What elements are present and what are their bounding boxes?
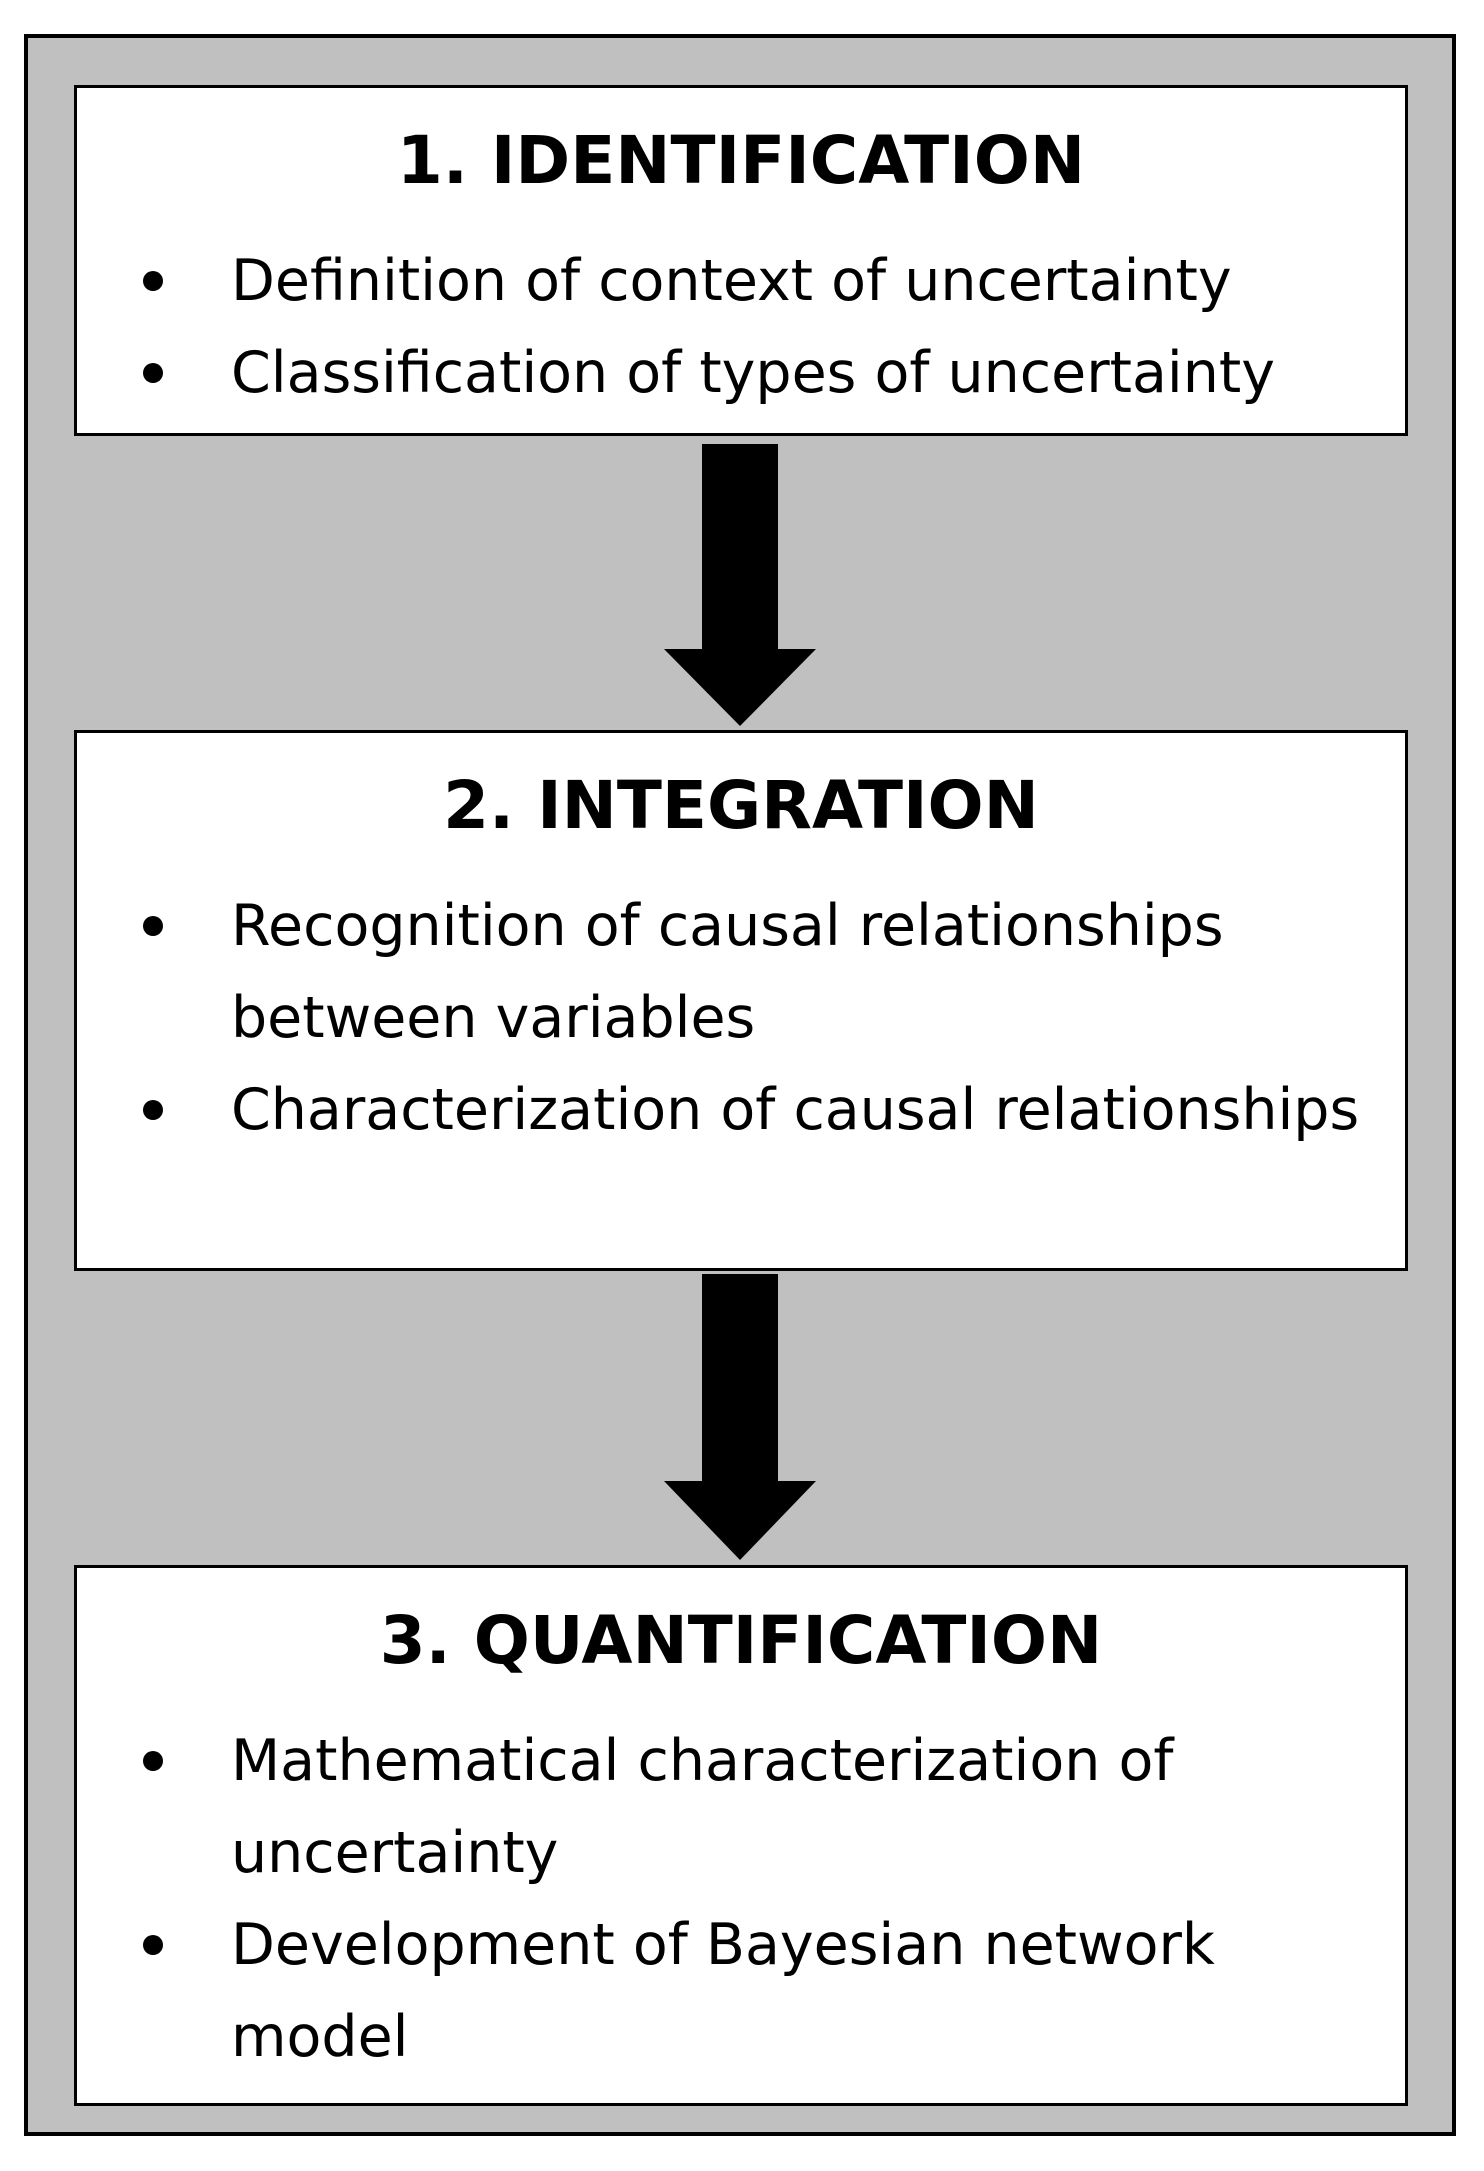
bullet-item: Mathematical characterization of uncerta… — [77, 1715, 1405, 1899]
stage-box-identification: 1. IDENTIFICATION Definition of context … — [74, 85, 1408, 436]
bullet-dot-icon — [143, 1751, 163, 1771]
bullet-dot-icon — [143, 916, 163, 936]
bullet-text: Mathematical characterization of uncerta… — [231, 1728, 1174, 1886]
bullet-dot-icon — [143, 1935, 163, 1955]
stage-title-identification: 1. IDENTIFICATION — [396, 122, 1086, 199]
stage-box-quantification: 3. QUANTIFICATION Mathematical character… — [74, 1565, 1408, 2106]
bullet-item: Characterization of causal relationships — [77, 1064, 1405, 1156]
bullet-text: Development of Bayesian network model — [231, 1912, 1215, 2070]
stage-box-integration: 2. INTEGRATION Recognition of causal rel… — [74, 730, 1408, 1271]
bullet-item: Definition of context of uncertainty — [77, 235, 1405, 327]
stage-title-integration: 2. INTEGRATION — [443, 767, 1039, 844]
bullet-item: Classification of types of uncertainty — [77, 327, 1405, 419]
bullet-text: Recognition of causal relationships betw… — [231, 893, 1224, 1051]
stage-bullet-list: Recognition of causal relationships betw… — [77, 880, 1405, 1156]
arrow-down-icon — [664, 444, 816, 726]
bullet-item: Development of Bayesian network model — [77, 1899, 1405, 2083]
arrow-down-icon — [664, 1274, 816, 1560]
bullet-text: Characterization of causal relationships — [231, 1077, 1360, 1143]
stage-bullet-list: Definition of context of uncertainty Cla… — [77, 235, 1405, 419]
bullet-text: Definition of context of uncertainty — [231, 248, 1232, 314]
bullet-text: Classification of types of uncertainty — [231, 340, 1275, 406]
bullet-dot-icon — [143, 271, 163, 291]
bullet-item: Recognition of causal relationships betw… — [77, 880, 1405, 1064]
stage-bullet-list: Mathematical characterization of uncerta… — [77, 1715, 1405, 2083]
bullet-dot-icon — [143, 1100, 163, 1120]
stage-title-quantification: 3. QUANTIFICATION — [379, 1602, 1103, 1679]
bullet-dot-icon — [143, 363, 163, 383]
